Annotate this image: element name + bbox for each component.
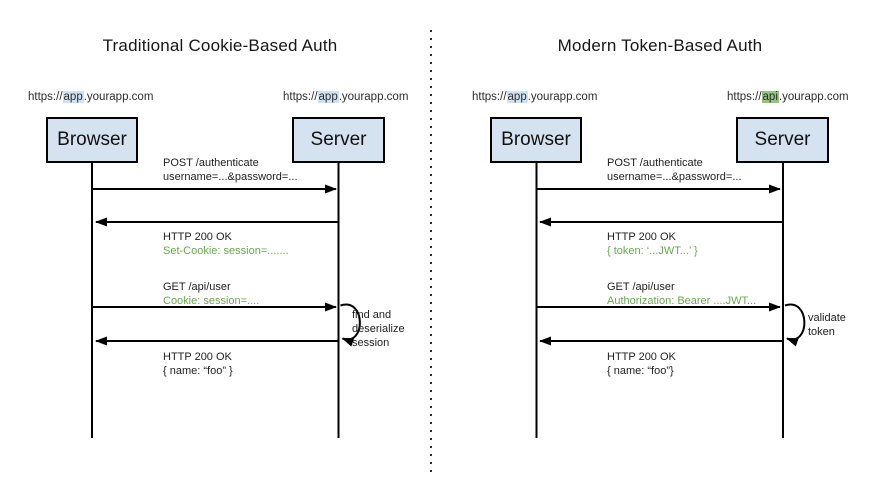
msg-get-api-user: GET /api/user Authorization: Bearer ....… — [607, 280, 756, 308]
msg-post-authenticate: POST /authenticate username=...&password… — [607, 156, 742, 184]
browser-url-label: https://app.yourapp.com — [472, 91, 597, 103]
msg-post-authenticate: POST /authenticate username=...&password… — [163, 156, 298, 184]
msg-http200-name: HTTP 200 OK { name: “foo” } — [163, 350, 233, 378]
browser-actor-box: Browser — [46, 117, 138, 163]
msg-line2: Cookie: session=.... — [163, 295, 260, 307]
self-loop-label: validate token — [808, 312, 846, 338]
url-prefix: https:// — [28, 91, 63, 103]
browser-actor-box: Browser — [490, 117, 582, 163]
url-highlight: api — [761, 91, 779, 103]
msg-line1: GET /api/user — [607, 281, 675, 293]
browser-url-label: https://app.yourapp.com — [28, 91, 153, 103]
url-suffix: .yourapp.com — [83, 91, 154, 103]
url-highlight: app — [317, 91, 339, 103]
actor-label: Server — [310, 129, 367, 150]
msg-line2: username=...&password=... — [607, 171, 742, 183]
server-url-label: https://app.yourapp.com — [283, 91, 408, 103]
msg-line2: username=...&password=... — [163, 171, 298, 183]
self-loop-arrow — [340, 303, 361, 347]
msg-http200-setcookie: HTTP 200 OK Set-Cookie: session=....... — [163, 230, 289, 258]
msg-line2: { name: “foo”} — [607, 365, 674, 377]
panel-title-cookie-auth: Traditional Cookie-Based Auth — [102, 36, 338, 55]
actor-label: Browser — [57, 129, 127, 150]
msg-line1: HTTP 200 OK — [163, 351, 232, 363]
msg-line2: Authorization: Bearer ....JWT... — [607, 295, 757, 307]
msg-http200-token: HTTP 200 OK { token: ‘...JWT...’ } — [607, 230, 698, 258]
self-loop-label: find and deserialize session — [352, 309, 405, 349]
server-url-label: https://api.yourapp.com — [727, 91, 849, 103]
msg-get-api-user: GET /api/user Cookie: session=.... — [163, 280, 259, 308]
url-highlight: app — [506, 91, 528, 103]
msg-line1: POST /authenticate — [163, 157, 259, 169]
server-actor-box: Server — [736, 117, 829, 163]
url-prefix: https:// — [472, 91, 507, 103]
url-prefix: https:// — [283, 91, 318, 103]
panel-title-token-auth: Modern Token-Based Auth — [557, 36, 763, 55]
url-suffix: .yourapp.com — [778, 91, 849, 103]
panel-cookie-auth-lines — [91, 163, 361, 438]
msg-line1: GET /api/user — [163, 281, 231, 293]
msg-line2: { name: “foo” } — [163, 365, 233, 377]
msg-line1: HTTP 200 OK — [607, 231, 676, 243]
server-actor-box: Server — [292, 117, 385, 163]
url-suffix: .yourapp.com — [527, 91, 598, 103]
msg-line2: Set-Cookie: session=....... — [163, 245, 289, 257]
msg-http200-name: HTTP 200 OK { name: “foo”} — [607, 350, 676, 378]
actor-label: Browser — [501, 129, 571, 150]
actor-label: Server — [754, 129, 811, 150]
msg-line1: HTTP 200 OK — [607, 351, 676, 363]
panel-token-auth-lines — [535, 163, 806, 438]
msg-line2: { token: ‘...JWT...’ } — [607, 245, 698, 257]
panel-divider — [430, 30, 432, 478]
self-loop-arrow — [784, 303, 806, 347]
url-suffix: .yourapp.com — [338, 91, 409, 103]
msg-line1: POST /authenticate — [607, 157, 703, 169]
msg-line1: HTTP 200 OK — [163, 231, 232, 243]
url-prefix: https:// — [727, 91, 762, 103]
url-highlight: app — [62, 91, 84, 103]
